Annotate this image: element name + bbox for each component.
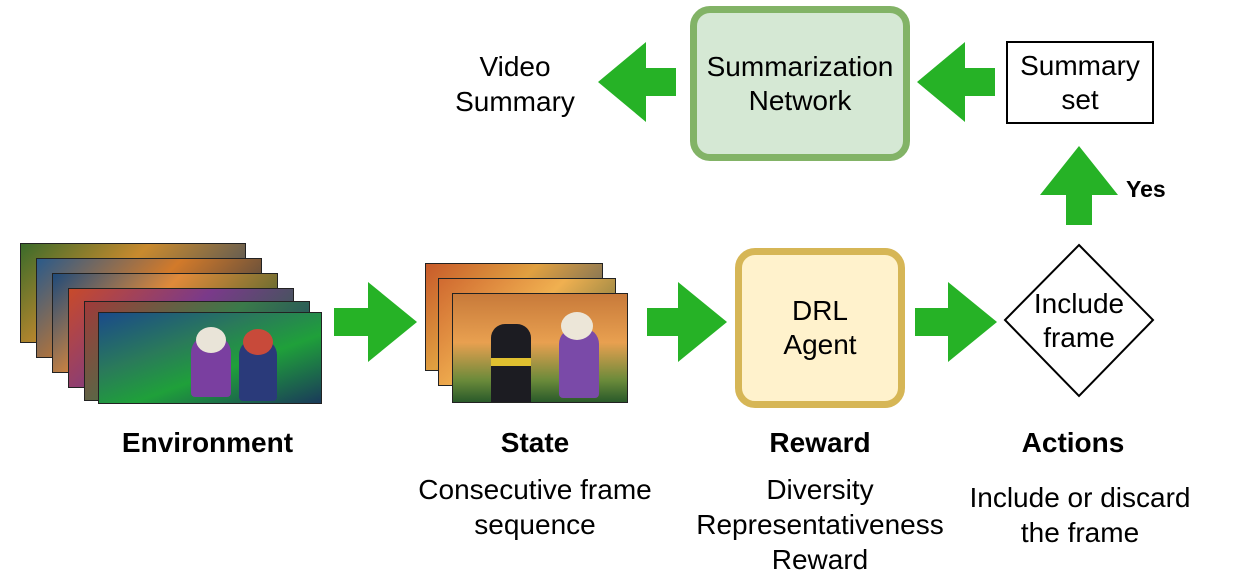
figure-harley-head [243, 329, 273, 355]
reward-desc-line-1: Diversity [766, 474, 874, 505]
drl-agent-box: DRL Agent [735, 248, 905, 408]
state-description: Consecutive frame sequence [395, 472, 675, 542]
video-summary-line-2: Summary [455, 86, 575, 117]
include-frame-diamond [1003, 243, 1155, 398]
actions-description: Include or discard the frame [950, 480, 1210, 550]
include-frame-label: Include frame [1005, 285, 1153, 357]
arrow-to-summarization-network [917, 42, 995, 122]
include-frame-line-2: frame [1043, 322, 1115, 353]
yes-label: Yes [1126, 176, 1166, 202]
environment-frame-front [98, 312, 322, 404]
state-desc-line-1: Consecutive frame [418, 474, 652, 505]
summary-set-line-1: Summary [1020, 49, 1140, 81]
reward-desc-line-3: Reward [771, 544, 869, 575]
drl-agent-line-2: Agent [783, 329, 857, 360]
arrow-agent-to-actions [915, 282, 997, 362]
figure-batman-belt [491, 358, 531, 366]
actions-title: Actions [1021, 427, 1125, 458]
state-title: State [500, 427, 570, 458]
include-frame-line-1: Include [1033, 288, 1125, 319]
reward-desc-line-2: Representativeness [696, 509, 944, 540]
summarization-network-line-2: Network [748, 84, 852, 116]
summary-set-line-2: set [1061, 83, 1099, 115]
figure-joker-state-head [561, 312, 593, 340]
arrow-state-to-agent [647, 282, 727, 362]
reward-description: Diversity Representativeness Reward [670, 472, 970, 577]
arrow-yes-up [1040, 146, 1118, 225]
drl-agent-line-1: DRL [791, 295, 848, 326]
state-desc-line-2: sequence [474, 509, 596, 540]
figure-joker-head [196, 327, 226, 353]
summary-set-box: Summary set [1006, 41, 1154, 124]
actions-desc-line-1: Include or discard [969, 482, 1191, 513]
video-summary-line-1: Video [479, 51, 551, 82]
environment-title: Environment [121, 427, 294, 458]
arrow-to-video-summary [598, 42, 676, 122]
summarization-network-line-1: Summarization [706, 50, 894, 82]
state-frame-front [452, 293, 628, 403]
video-summary-label: Video Summary [430, 49, 600, 119]
reward-title: Reward [769, 427, 871, 458]
summarization-network-box: Summarization Network [690, 6, 910, 161]
actions-desc-line-2: the frame [1020, 517, 1140, 548]
arrow-environment-to-state [334, 282, 417, 362]
